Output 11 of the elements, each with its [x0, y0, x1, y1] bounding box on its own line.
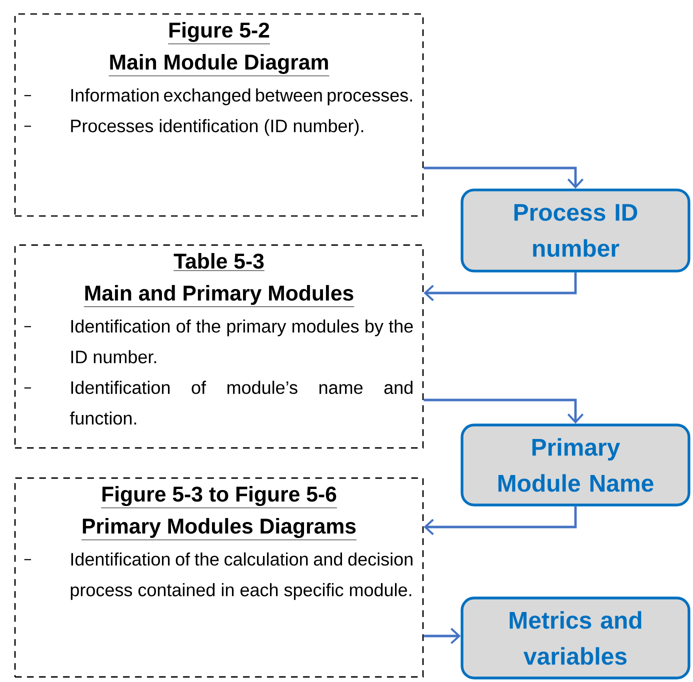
result-box: Primary Module Name	[460, 424, 690, 506]
document-box: Figure 5-2 Main Module Diagram Information exchanged between processes. Processes identification (ID number).	[14, 13, 424, 217]
arrow	[424, 628, 461, 644]
result-box: Process ID number	[460, 188, 690, 272]
arrow	[424, 398, 584, 424]
arrow	[424, 166, 584, 189]
arrow	[424, 272, 577, 302]
document-box: Table 5-3 Main and Primary Modules Identification of the primary modules by the ID number. Identification of module’s name and function.	[14, 244, 424, 449]
result-box: Metrics and variables	[460, 596, 690, 680]
arrow	[424, 506, 577, 536]
document-box: Figure 5-3 to Figure 5-6 Primary Modules Diagrams Identification of the calculation and decision process contained in each specific module.	[14, 477, 424, 678]
